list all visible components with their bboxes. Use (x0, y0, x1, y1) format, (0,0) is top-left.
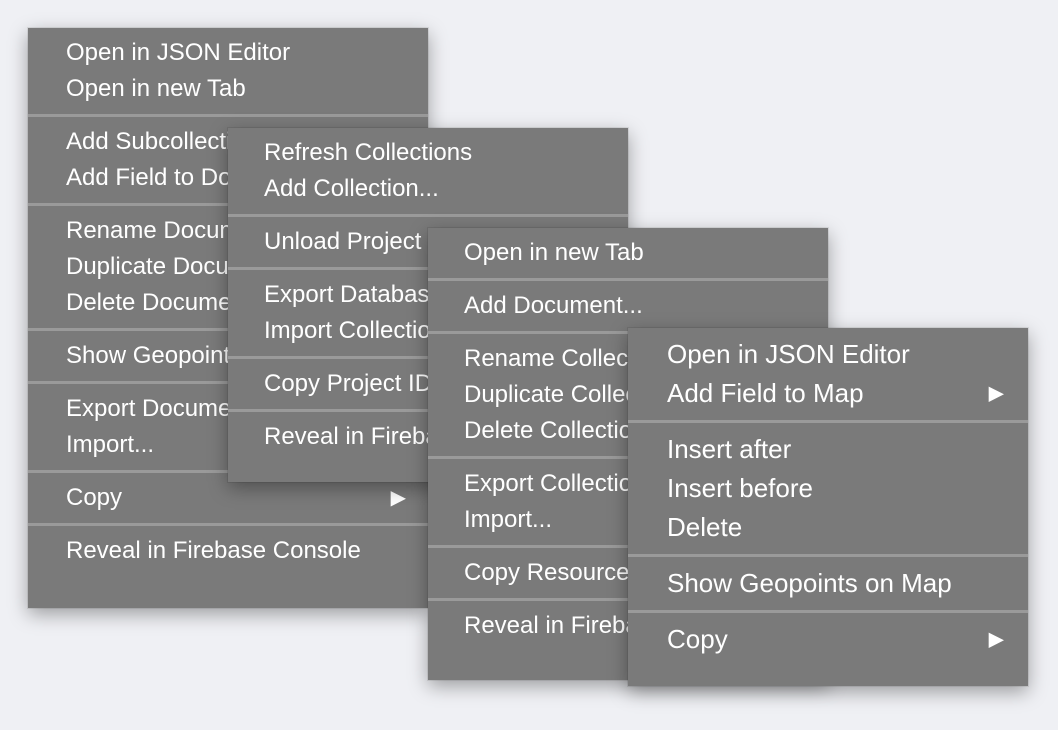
menu-item-open-in-new-tab[interactable]: Open in new Tab (428, 235, 828, 271)
menu-item-label: Refresh Collections (264, 139, 473, 166)
menu-group: Copy ▶ (628, 613, 1028, 666)
menu-separator (28, 114, 428, 117)
menu-separator (628, 420, 1028, 423)
menu-item-label: Show Geopoints on Map (667, 568, 952, 598)
menu-group: Unload Project (228, 217, 628, 267)
menu-item-label: Reveal in Firebase Console (66, 537, 361, 564)
menu-item-label: Open in JSON Editor (66, 39, 291, 66)
submenu-arrow-icon: ▶ (390, 487, 406, 509)
menu-item-label: Insert after (667, 434, 792, 464)
menu-item-delete[interactable]: Delete (628, 508, 1028, 547)
menu-item-add-collection[interactable]: Add Collection... (228, 171, 628, 207)
menu-item-copy[interactable]: Copy ▶ (28, 480, 428, 516)
menu-item-show-geopoints[interactable]: Show Geopoints on Map (628, 564, 1028, 603)
menu-item-label: Insert before (667, 473, 813, 503)
menu-item-label: Add Collection... (264, 175, 439, 202)
menu-item-open-in-new-tab[interactable]: Open in new Tab (28, 71, 428, 107)
menu-item-copy-project-id[interactable]: Copy Project ID (228, 366, 628, 402)
menu-item-label: Add Field to Map (667, 378, 864, 408)
menu-item-refresh-collections[interactable]: Refresh Collections (228, 135, 628, 171)
menu-separator (28, 523, 428, 526)
menu-separator (228, 214, 628, 217)
menu-separator (628, 554, 1028, 557)
menu-item-unload-project[interactable]: Unload Project (228, 224, 628, 260)
menu-separator (628, 610, 1028, 613)
menu-group: Insert after Insert before Delete (628, 423, 1028, 554)
menu-group: Open in new Tab (428, 228, 828, 278)
menu-item-copy[interactable]: Copy ▶ (628, 620, 1028, 659)
submenu-arrow-icon: ▶ (988, 382, 1004, 404)
menu-group: Show Geopoints on Map (628, 557, 1028, 610)
menu-item-import[interactable]: Import... (428, 502, 828, 538)
menu-group: Refresh Collections Add Collection... (228, 128, 628, 214)
submenu-arrow-icon: ▶ (988, 628, 1004, 650)
menu-group: Open in JSON Editor Add Field to Map ▶ (628, 328, 1028, 420)
menu-item-label: Copy (66, 484, 123, 511)
menu-item-label: Import... (464, 506, 553, 533)
menu-group: Open in JSON Editor Open in new Tab (28, 28, 428, 114)
menu-item-reveal-in-firebase-console[interactable]: Reveal in Firebase Console (28, 533, 428, 569)
menu-item-label: Add Document... (464, 292, 643, 319)
menu-separator (428, 278, 828, 281)
menu-item-open-in-json-editor[interactable]: Open in JSON Editor (28, 35, 428, 71)
menu-item-label: Open in new Tab (66, 75, 246, 102)
field-context-menu: Open in JSON Editor Add Field to Map ▶ In… (628, 328, 1028, 686)
menu-item-insert-after[interactable]: Insert after (628, 430, 1028, 469)
menu-item-label: Open in new Tab (464, 239, 644, 266)
menu-item-label: Copy Project ID (264, 370, 433, 397)
menu-group: Add Document... (428, 281, 828, 331)
menu-item-import[interactable]: Import... (28, 427, 428, 463)
menu-item-add-field-to-map[interactable]: Add Field to Map ▶ (628, 374, 1028, 413)
menu-item-label: Import... (66, 431, 155, 458)
menu-group: Copy Project ID (228, 359, 628, 409)
menu-item-label: Delete (667, 512, 743, 542)
menu-item-label: Unload Project (264, 228, 422, 255)
menu-group: Reveal in Firebase Console (28, 526, 428, 576)
menu-item-label: Open in JSON Editor (667, 339, 910, 369)
menu-item-open-in-json-editor[interactable]: Open in JSON Editor (628, 335, 1028, 374)
menu-item-label: Copy (667, 624, 728, 654)
menu-group: Copy ▶ (28, 473, 428, 523)
menu-item-add-document[interactable]: Add Document... (428, 288, 828, 324)
menu-item-insert-before[interactable]: Insert before (628, 469, 1028, 508)
